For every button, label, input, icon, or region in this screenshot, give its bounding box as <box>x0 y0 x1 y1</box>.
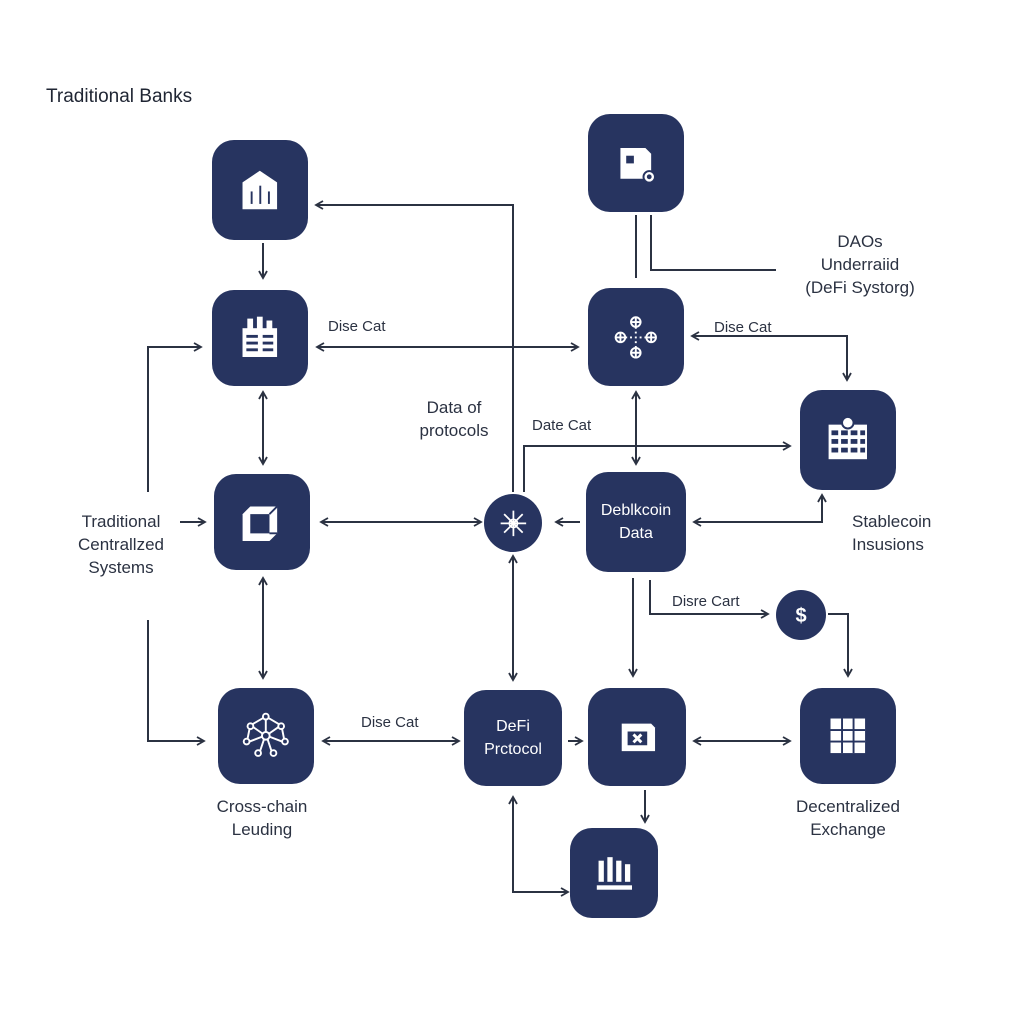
edge-blockchain-dollar <box>649 580 770 619</box>
edge-wallet-daos-2 <box>650 215 776 271</box>
hub-node-icon <box>500 510 526 536</box>
exchange-node[interactable] <box>588 688 686 786</box>
edge-label-lower-right: Disre Cart <box>672 593 740 610</box>
exchange-box-icon <box>621 723 655 751</box>
stack-node[interactable] <box>800 390 896 490</box>
dollar-node[interactable]: $ <box>776 590 826 640</box>
edge-left-bracket-bottom <box>147 620 206 746</box>
cubes-grid-icon <box>830 718 866 754</box>
edge-label-top-right: Dise Cat <box>714 319 772 336</box>
hub-node[interactable] <box>484 494 542 552</box>
edge-hub-to-bank <box>314 200 514 492</box>
wallet-box-icon <box>620 147 657 184</box>
governance-node[interactable] <box>570 828 658 918</box>
dollar-icon: $ <box>795 605 806 627</box>
label-stablecoin: Stablecoin Insusions <box>852 512 932 554</box>
bank-building-icon <box>242 170 278 210</box>
edge-hub-stack <box>523 441 792 492</box>
blockchain-data-text: Deblkcoin Data <box>600 502 672 542</box>
label-traditional-centralized: Traditional Centrallzed Systems <box>78 512 164 577</box>
document-stack-icon <box>242 316 278 358</box>
document-node[interactable] <box>212 290 308 386</box>
defi-protocol-node[interactable]: DeFi Prctocol <box>464 690 562 786</box>
edge-blockchain-stack <box>692 493 827 527</box>
blockchain-data-node[interactable]: Deblkcoin Data <box>586 472 686 572</box>
edge-crosshair-stack <box>690 331 852 382</box>
crosshair-node[interactable] <box>588 288 684 386</box>
cube-icon <box>242 505 279 542</box>
governance-icon <box>596 857 632 890</box>
cubes-node[interactable] <box>800 688 896 784</box>
cube-node[interactable] <box>214 474 310 570</box>
edge-label-top-left: Dise Cat <box>328 318 386 335</box>
label-daos: DAOs Underraiid (DeFi Systorg) <box>805 232 915 297</box>
wallet-node[interactable] <box>588 114 684 212</box>
diagram-title: Traditional Banks <box>46 86 193 107</box>
edge-label-middle: Date Cat <box>532 417 592 434</box>
bank-node[interactable] <box>212 140 308 240</box>
label-data-of-protocols: Data of protocols <box>419 398 489 440</box>
svg-text:$: $ <box>795 605 806 627</box>
network-nodes-icon <box>242 712 290 758</box>
defi-protocol-text: DeFi Prctocol <box>484 718 542 758</box>
network-node[interactable] <box>218 688 314 784</box>
edge-dollar-cubes <box>828 613 853 678</box>
edge-left-bracket-top <box>147 342 203 492</box>
crosshair-nodes-icon <box>614 315 658 359</box>
label-cross-chain: Cross-chain Leuding <box>216 797 308 839</box>
stacked-blocks-icon <box>828 416 868 460</box>
edge-label-bottom: Dise Cat <box>361 714 419 731</box>
label-decentralized-exchange: Decentralized Exchange <box>796 797 900 839</box>
edge-defi-governance <box>508 795 570 897</box>
